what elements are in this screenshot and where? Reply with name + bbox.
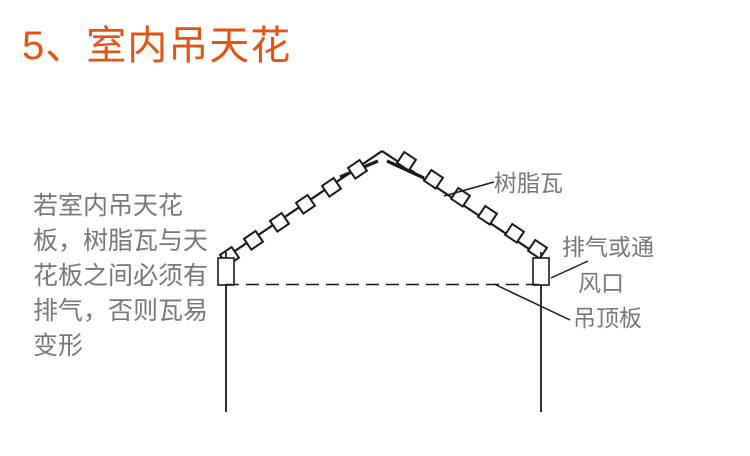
callout-label-vent: 排气或通 风口 (562, 229, 722, 301)
tile-markers-right (395, 150, 549, 260)
leader-lines (443, 181, 589, 321)
tile-marker (422, 168, 445, 190)
tile-markers-left (218, 158, 369, 267)
vent-box-left (217, 257, 235, 286)
vent-opening-right (532, 257, 550, 286)
leader-line-vent (550, 260, 589, 279)
leader-line-ceiling (493, 283, 571, 321)
leader-line-tile (443, 181, 495, 197)
tile-marker (395, 150, 418, 172)
body-note-text: 若室内吊天花板，树脂瓦与天花板之间必须有排气，否则瓦易变形 (33, 192, 209, 360)
tile-marker (476, 204, 499, 226)
tile-marker (294, 193, 317, 215)
tile-marker (526, 238, 549, 260)
vent-opening-left (217, 257, 235, 286)
tile-marker (503, 222, 526, 244)
vent-box-right (532, 257, 550, 286)
callout-label-vent-line1: 排气或通 (562, 234, 654, 260)
wall-lines (225, 252, 542, 412)
callout-label-resin-tile: 树脂瓦 (494, 170, 563, 196)
tile-marker (268, 211, 291, 233)
roof-slope-lines (225, 150, 542, 258)
callout-label-vent-line2: 风口 (578, 270, 624, 296)
tile-marker (242, 229, 265, 251)
tile-marker (346, 158, 369, 180)
tile-marker (320, 176, 343, 198)
page-title: 5、室内吊天花 (22, 24, 292, 68)
callout-label-ceiling-board: 吊顶板 (573, 305, 642, 331)
